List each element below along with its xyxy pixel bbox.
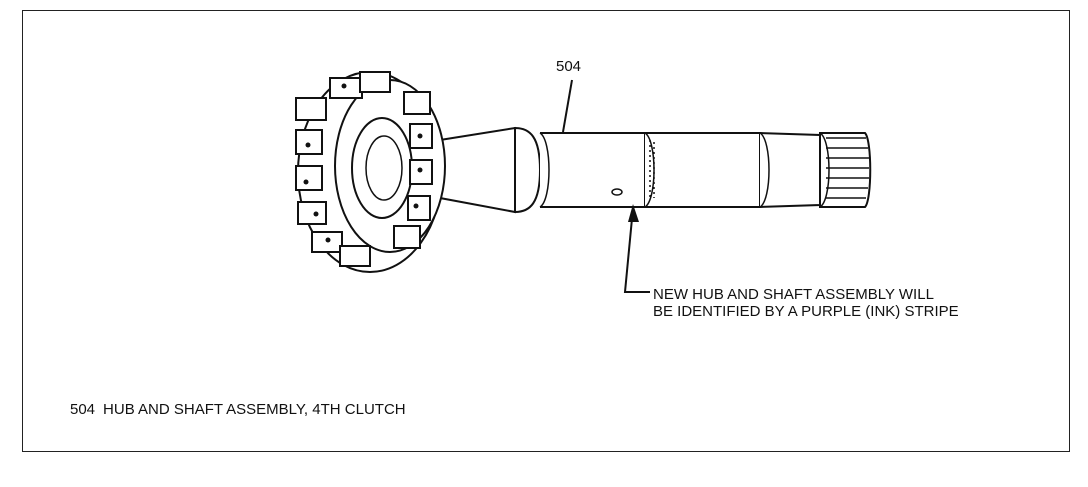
shaft-details (539, 132, 869, 208)
leader-lines (562, 79, 650, 293)
caption-number: 504 (70, 401, 96, 418)
note-line-2: BE IDENTIFIED BY A PURPLE (INK) STRIPE (653, 303, 959, 320)
note-line-1: NEW HUB AND SHAFT ASSEMBLY WILL (653, 286, 934, 303)
figure-frame (22, 10, 1070, 452)
arrowhead (628, 204, 639, 222)
figure-caption: 504 HUB AND SHAFT ASSEMBLY, 4TH CLUTCH (70, 401, 406, 418)
identification-note: NEW HUB AND SHAFT ASSEMBLY WILL BE IDENT… (653, 286, 959, 320)
caption-text: HUB AND SHAFT ASSEMBLY, 4TH CLUTCH (103, 401, 406, 418)
shaft (439, 126, 872, 214)
part-callout-504: 504 (556, 58, 582, 75)
hub-bolt-holes (303, 83, 423, 243)
